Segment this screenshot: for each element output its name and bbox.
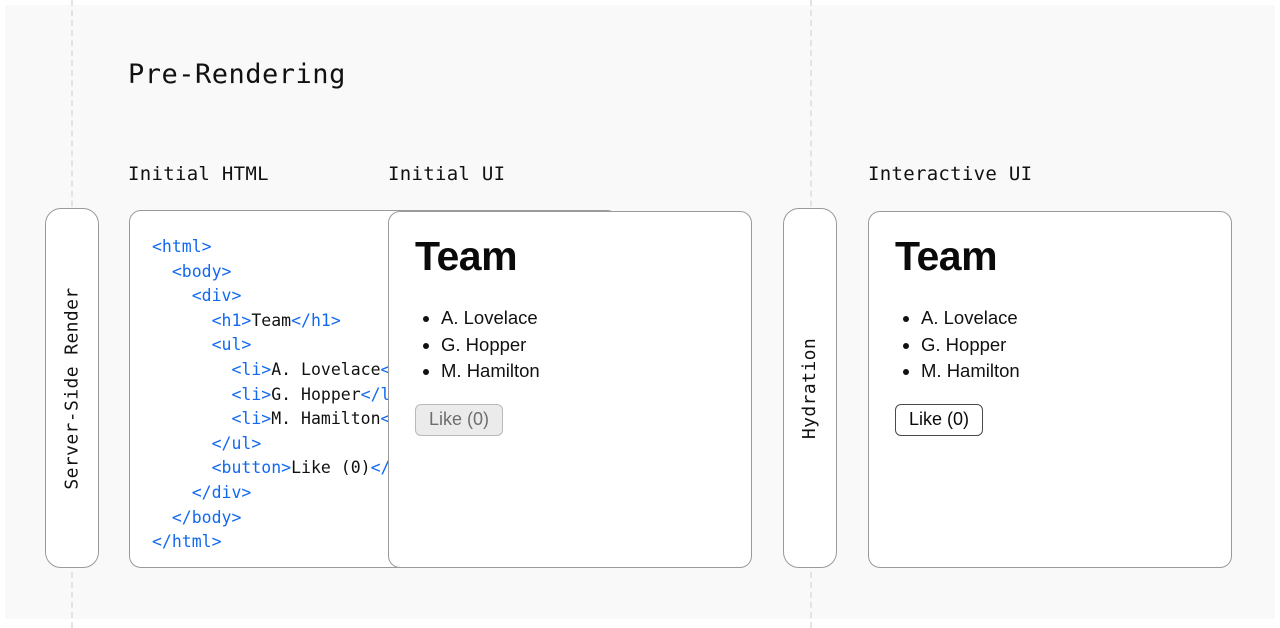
- code-line: <ul>: [152, 335, 252, 355]
- code-line: </div>: [152, 482, 252, 502]
- code-tag: </body>: [171, 507, 242, 527]
- code-tag: <button>: [211, 458, 292, 478]
- code-tag: <li>: [231, 409, 272, 429]
- initial-ui-member-list: A. LovelaceG. HopperM. Hamilton: [415, 305, 725, 385]
- initial-ui-card: Team A. LovelaceG. HopperM. Hamilton Lik…: [388, 211, 752, 568]
- code-tag: </html>: [152, 532, 222, 552]
- canvas-frame-right: [1275, 0, 1280, 628]
- code-text: M. Hamilton: [271, 409, 381, 429]
- initial-ui-content: Team A. LovelaceG. HopperM. Hamilton Lik…: [389, 212, 751, 458]
- stage-server-side-render: Server-Side Render: [45, 208, 99, 568]
- interactive-ui-heading: Team: [895, 233, 998, 279]
- initial-ui-like-button[interactable]: Like (0): [415, 403, 504, 436]
- code-tag: </div>: [191, 482, 252, 502]
- code-line: <body>: [152, 261, 232, 281]
- initial-ui-heading: Team: [415, 233, 518, 279]
- interactive-ui-member-list: A. LovelaceG. HopperM. Hamilton: [895, 305, 1205, 385]
- interactive-ui-member: M. Hamilton: [921, 358, 1205, 385]
- page-title: Pre-Rendering: [128, 59, 346, 90]
- stage-hydration: Hydration: [783, 208, 837, 568]
- canvas-frame-bottom: [0, 619, 1280, 628]
- code-text: Team: [251, 310, 292, 330]
- interactive-ui-like-button[interactable]: Like (0): [895, 403, 984, 436]
- code-line: </body>: [152, 507, 242, 527]
- interactive-ui-card: Team A. LovelaceG. HopperM. Hamilton Lik…: [868, 211, 1232, 568]
- code-tag: </h1>: [291, 310, 341, 330]
- code-text: Like (0): [291, 458, 371, 478]
- code-line: </html>: [152, 532, 222, 551]
- initial-ui-member: G. Hopper: [441, 332, 725, 359]
- code-tag: <li>: [231, 359, 272, 379]
- code-line: <html>: [152, 237, 212, 256]
- code-tag: <li>: [231, 384, 272, 404]
- code-tag: </ul>: [211, 433, 262, 453]
- code-tag: <body>: [171, 261, 232, 281]
- code-tag: <h1>: [211, 310, 252, 330]
- stage-label-hydration: Hydration: [799, 337, 821, 439]
- code-line: </ul>: [152, 433, 262, 453]
- interactive-ui-content: Team A. LovelaceG. HopperM. Hamilton Lik…: [869, 212, 1231, 458]
- interactive-ui-member: G. Hopper: [921, 332, 1205, 359]
- canvas-frame-left: [0, 0, 5, 628]
- code-tag: <html>: [152, 237, 212, 256]
- section-label-initial-ui: Initial UI: [388, 163, 506, 185]
- initial-ui-member: M. Hamilton: [441, 358, 725, 385]
- code-text: A. Lovelace: [271, 359, 381, 379]
- initial-ui-member: A. Lovelace: [441, 305, 725, 332]
- section-label-interactive-ui: Interactive UI: [868, 163, 1033, 185]
- code-line: <div>: [152, 286, 242, 306]
- canvas-frame-top: [0, 0, 1280, 5]
- stage-label-server-side-render: Server-Side Render: [61, 286, 83, 490]
- interactive-ui-member: A. Lovelace: [921, 305, 1205, 332]
- section-label-initial-html: Initial HTML: [128, 163, 269, 185]
- code-tag: <div>: [191, 286, 242, 306]
- code-line: <li>G. Hopper</li>: [152, 385, 410, 404]
- code-text: G. Hopper: [271, 384, 361, 404]
- code-tag: <ul>: [211, 335, 252, 355]
- code-line: <h1>Team</h1>: [152, 311, 341, 330]
